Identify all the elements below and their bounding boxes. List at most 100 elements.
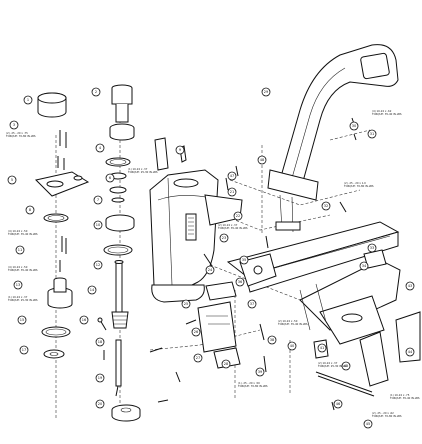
callout-label: 32 xyxy=(324,204,328,208)
callout-22: 22 xyxy=(233,211,243,221)
callout-label: 21 xyxy=(230,190,234,194)
callout-label: 7 xyxy=(97,198,99,202)
callout-19: 19 xyxy=(95,373,105,383)
callout-label: 38 xyxy=(270,338,274,342)
callout-9: 9 xyxy=(175,145,185,155)
callout-23: 23 xyxy=(219,233,229,243)
callout-27: 27 xyxy=(193,353,203,363)
callout-label: 48 xyxy=(260,158,264,162)
callout-29: 29 xyxy=(261,87,271,97)
callout-37: 37 xyxy=(247,299,257,309)
callout-43: 43 xyxy=(405,281,415,291)
callout-28: 28 xyxy=(221,359,231,369)
cylinder-cap-assembly xyxy=(35,92,90,359)
callout-label: 31 xyxy=(370,132,374,136)
callout-label: 43 xyxy=(408,284,412,288)
callout-39: 39 xyxy=(255,367,265,377)
callout-label: 18 xyxy=(98,340,102,344)
callout-7: 7 xyxy=(93,195,103,205)
callout-label: 8 xyxy=(29,208,31,212)
callout-31: 31 xyxy=(367,129,377,139)
callout-label: 13 xyxy=(16,283,20,287)
callout-17: 17 xyxy=(19,345,29,355)
handle-part xyxy=(267,44,399,233)
callout-20: 20 xyxy=(95,399,105,409)
callout-label: 44 xyxy=(408,350,413,354)
callout-36: 36 xyxy=(235,277,245,287)
callout-label: 11 xyxy=(18,248,22,252)
callout-5: 5 xyxy=(7,175,17,185)
callout-label: 9 xyxy=(179,148,181,152)
callout-label: 34 xyxy=(362,264,367,268)
callout-35: 35 xyxy=(239,255,249,265)
callout-label: 39 xyxy=(258,370,262,374)
callout-26: 26 xyxy=(191,327,201,337)
callout-label: 37 xyxy=(250,302,254,306)
callout-46: 46 xyxy=(333,399,343,409)
callout-label: 33 xyxy=(370,246,374,250)
callout-8: 8 xyxy=(25,205,35,215)
callout-label: 6 xyxy=(109,176,111,180)
callout-3: 3 xyxy=(9,120,19,130)
callout-41: 41 xyxy=(317,343,327,353)
callout-label: 17 xyxy=(22,348,26,352)
callout-label: 41 xyxy=(320,346,324,350)
callout-15: 15 xyxy=(17,315,27,325)
callout-label: 15 xyxy=(20,318,24,322)
callout-label: 5 xyxy=(11,178,13,182)
callout-label: 24 xyxy=(208,268,213,272)
callout-44: 44 xyxy=(405,347,415,357)
callout-33: 33 xyxy=(367,243,377,253)
callout-label: 26 xyxy=(194,330,198,334)
callout-label: 45 xyxy=(366,422,370,426)
callout-11: 11 xyxy=(15,245,25,255)
callout-label: 42 xyxy=(344,364,348,368)
callout-label: 28 xyxy=(224,362,228,366)
callout-label: 35 xyxy=(242,258,246,262)
callout-label: 1 xyxy=(27,98,29,102)
callout-21: 21 xyxy=(227,187,237,197)
callout-34: 34 xyxy=(359,261,369,271)
callout-24: 24 xyxy=(205,265,215,275)
callout-47: 47 xyxy=(227,171,237,181)
callout-32: 32 xyxy=(321,201,331,211)
callout-label: 16 xyxy=(82,318,86,322)
callout-1: 1 xyxy=(23,95,33,105)
callout-label: 3 xyxy=(13,123,15,127)
callout-38: 38 xyxy=(267,335,277,345)
callout-30: 30 xyxy=(349,121,359,131)
callout-25: 25 xyxy=(181,299,191,309)
callout-45: 45 xyxy=(363,419,373,429)
callout-12: 12 xyxy=(93,260,103,270)
callout-label: 19 xyxy=(98,376,102,380)
callout-2: 2 xyxy=(91,87,101,97)
callout-4: 4 xyxy=(95,143,105,153)
callout-label: 23 xyxy=(222,236,226,240)
housing-body xyxy=(149,169,243,303)
callout-label: 36 xyxy=(238,280,242,284)
callout-18: 18 xyxy=(95,337,105,347)
callout-label: 14 xyxy=(90,288,95,292)
callout-42: 42 xyxy=(341,361,351,371)
callout-48: 48 xyxy=(257,155,267,165)
callout-16: 16 xyxy=(79,315,89,325)
callout-label: 27 xyxy=(196,356,200,360)
callout-label: 20 xyxy=(98,402,102,406)
callout-label: 2 xyxy=(95,90,97,94)
valve-driver-assembly xyxy=(97,84,141,422)
